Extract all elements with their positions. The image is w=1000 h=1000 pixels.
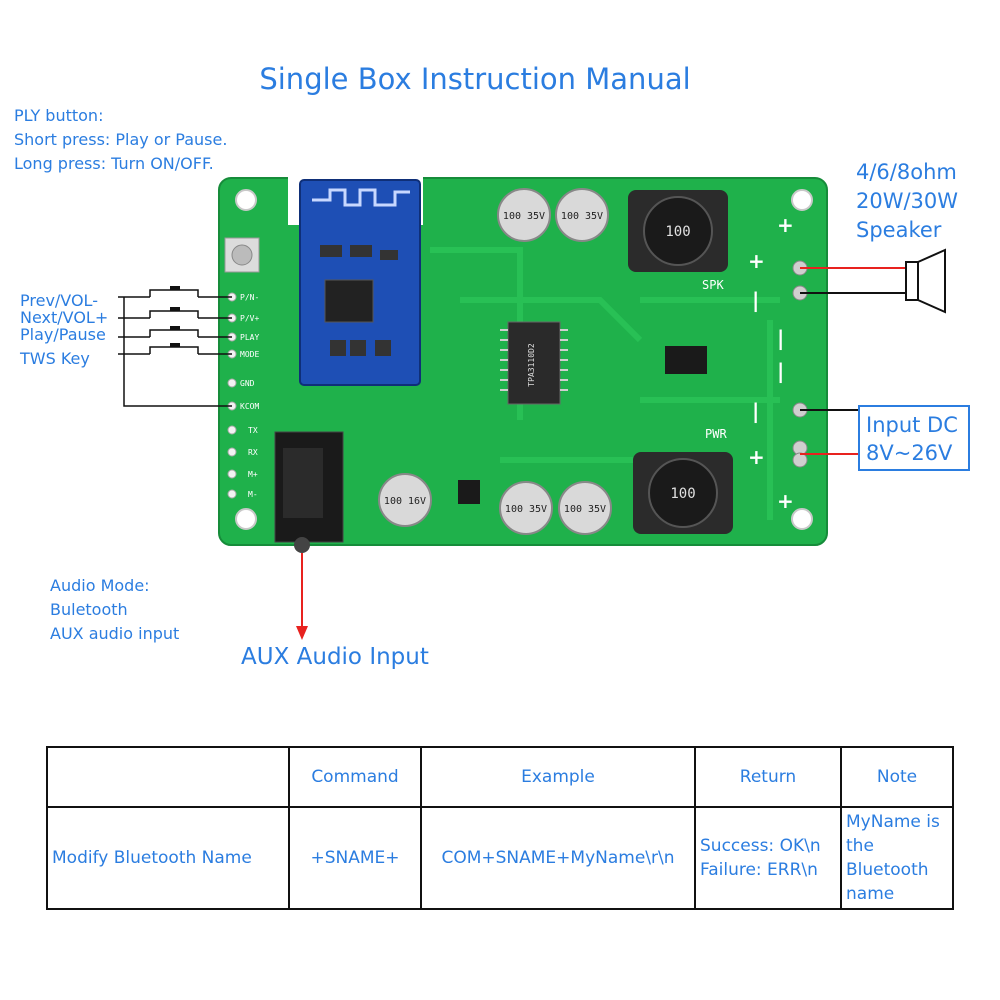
- pin-label: RX: [248, 448, 258, 457]
- spec-line: 20W/30W: [856, 189, 959, 213]
- note-line: MyName is the: [846, 812, 940, 856]
- cap-label: 100 35V: [564, 504, 606, 515]
- key-label-play: Play/Pause: [20, 325, 106, 344]
- mode-button: [224, 237, 260, 273]
- note-line: Audio Mode:: [50, 576, 150, 595]
- table-header-cell: [46, 746, 290, 808]
- pin-label: M+: [248, 470, 258, 479]
- key-wiring: [118, 289, 232, 407]
- inductors: [628, 190, 733, 534]
- ply-button-note: PLY button: Short press: Play or Pause. …: [14, 104, 227, 176]
- pin-label: PLAY: [240, 333, 259, 342]
- key-label-next: Next/VOL+: [20, 308, 109, 327]
- speaker-icon: [905, 248, 946, 314]
- cap-label: 100 35V: [503, 211, 545, 222]
- table-header-cell: Note: [840, 746, 954, 808]
- note-line: Bluetooth name: [846, 860, 929, 904]
- table-header-cell: Return: [694, 746, 842, 808]
- table-cell-name: Modify Bluetooth Name: [46, 806, 290, 910]
- key-label-prev: Prev/VOL-: [20, 291, 98, 310]
- svg-text:+: +: [748, 249, 765, 273]
- input-dc-line: 8V~26V: [866, 441, 953, 465]
- svg-text:+: +: [748, 445, 765, 469]
- command-table: Command Example Return Note Modify Bluet…: [46, 746, 954, 910]
- pin-label: P/V+: [240, 314, 259, 323]
- aux-jack-face: [283, 448, 323, 518]
- aux-audio-input-label: AUX Audio Input: [241, 644, 429, 670]
- svg-text:|: |: [752, 399, 759, 423]
- antenna-trace: [312, 188, 410, 207]
- svg-text:+: +: [777, 489, 794, 513]
- return-line: Success: OK\n: [700, 836, 821, 856]
- note-line: Short press: Play or Pause.: [14, 130, 228, 149]
- cap-label: 100 35V: [561, 211, 603, 222]
- svg-text:|: |: [777, 359, 784, 383]
- table-cell-note: MyName is the Bluetooth name: [840, 806, 954, 910]
- bluetooth-chip: [324, 279, 374, 323]
- input-dc-box: Input DC 8V~26V: [858, 405, 970, 471]
- spk-label: SPK: [702, 278, 724, 292]
- module-components: [320, 245, 398, 356]
- table-cell-return: Success: OK\n Failure: ERR\n: [694, 806, 842, 910]
- pwr-label: PWR: [705, 427, 727, 441]
- table-header-row: Command Example Return Note: [46, 746, 954, 808]
- svg-text:|: |: [777, 326, 784, 350]
- note-line: PLY button:: [14, 106, 104, 125]
- audio-mode-note: Audio Mode: Buletooth AUX audio input: [50, 574, 179, 646]
- pin-label: TX: [248, 426, 258, 435]
- diode: [665, 346, 707, 374]
- key-label-tws: TWS Key: [20, 349, 90, 368]
- svg-text:+: +: [777, 213, 794, 237]
- svg-text:|: |: [752, 288, 759, 312]
- aux-jack-hole: [294, 537, 310, 553]
- table-header-cell: Example: [420, 746, 696, 808]
- table-cell-command: +SNAME+: [288, 806, 422, 910]
- mounting-holes: [235, 189, 813, 530]
- note-line: AUX audio input: [50, 624, 180, 643]
- pin-label: P/N-: [240, 293, 259, 302]
- table-row: Modify Bluetooth Name +SNAME+ COM+SNAME+…: [46, 806, 954, 910]
- pin-label: KCOM: [240, 402, 259, 411]
- key-buttons: [170, 286, 180, 347]
- aux-arrow-head: [296, 626, 308, 640]
- mode-button-cap: [231, 244, 253, 266]
- page-title: Single Box Instruction Manual: [259, 62, 691, 96]
- chip-label: TPA3110D2: [527, 343, 536, 387]
- note-line: Long press: Turn ON/OFF.: [14, 154, 214, 173]
- cap-label: 100 35V: [505, 504, 547, 515]
- note-line: Buletooth: [50, 600, 128, 619]
- capacitors: [378, 188, 612, 535]
- header-pin-holes: [227, 292, 237, 499]
- table-header-cell: Command: [288, 746, 422, 808]
- pin-label: GND: [240, 379, 255, 388]
- pin-label: MODE: [240, 350, 259, 359]
- transistor: [458, 480, 480, 504]
- inductor-label: 100: [665, 224, 690, 240]
- amplifier-chip: [507, 321, 561, 405]
- spec-line: Speaker: [856, 218, 942, 242]
- polarity-marks: + + | | | | + +: [748, 213, 794, 513]
- pin-label: M-: [248, 490, 258, 499]
- inductor-label: 100: [670, 486, 695, 502]
- return-line: Failure: ERR\n: [700, 860, 818, 880]
- table-cell-example: COM+SNAME+MyName\r\n: [420, 806, 696, 910]
- chip-pins: [500, 329, 568, 391]
- spec-line: 4/6/8ohm: [856, 160, 957, 184]
- input-dc-line: Input DC: [866, 413, 958, 437]
- cap-label: 100 16V: [384, 496, 426, 507]
- speaker-spec: 4/6/8ohm 20W/30W Speaker: [856, 158, 958, 245]
